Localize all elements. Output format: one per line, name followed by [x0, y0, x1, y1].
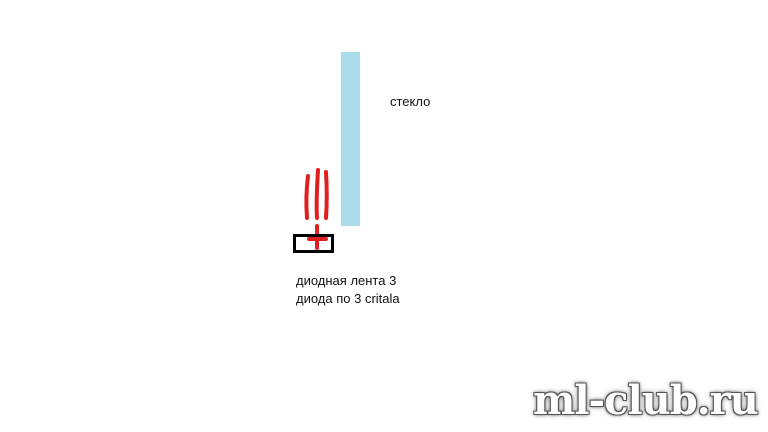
diode-strip-label: диодная лента 3 диода по 3 critala: [296, 272, 400, 308]
diode-strip-box: [293, 234, 334, 253]
diode-strip-label-line1: диодная лента 3: [296, 273, 397, 288]
glass-label: стекло: [390, 94, 431, 109]
light-ray-right: [324, 170, 329, 220]
glass-pane: [341, 52, 360, 226]
light-ray-center: [314, 168, 320, 220]
watermark-logo: ml-club.ru: [533, 377, 759, 424]
light-ray-left: [304, 174, 310, 220]
diode-strip-label-line2: диода по 3 critala: [296, 291, 400, 306]
